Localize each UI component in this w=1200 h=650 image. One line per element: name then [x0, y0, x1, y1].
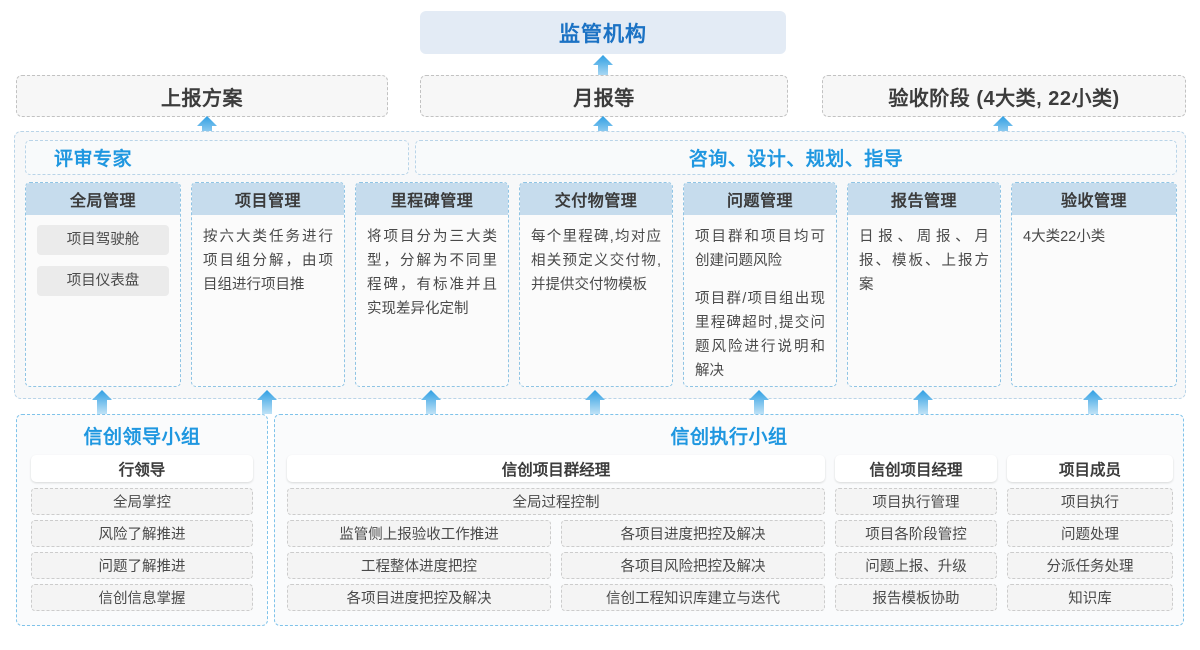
task-item[interactable]: 项目执行管理 — [835, 488, 997, 515]
role-header-program-manager: 信创项目群经理 — [287, 455, 825, 482]
management-card-global[interactable]: 全局管理 项目驾驶舱 项目仪表盘 — [25, 182, 181, 387]
task-item[interactable]: 各项目进度把控及解决 — [561, 520, 825, 547]
arrow-up-icon — [1082, 390, 1104, 414]
role-header-project-manager: 信创项目经理 — [835, 455, 997, 482]
task-item[interactable]: 项目执行 — [1007, 488, 1173, 515]
group-title: 信创执行小组 — [670, 427, 788, 448]
task-item[interactable]: 问题了解推进 — [31, 552, 253, 579]
task-item[interactable]: 全局掌控 — [31, 488, 253, 515]
task-item[interactable]: 报告模板协助 — [835, 584, 997, 611]
group-title: 信创领导小组 — [83, 427, 201, 448]
card-body: 日报、周报、月报、模板、上报方案 — [848, 215, 1000, 297]
role-column-project-member: 项目成员 项目执行 问题处理 分派任务处理 知识库 — [1007, 455, 1173, 611]
task-item[interactable]: 信创信息掌握 — [31, 584, 253, 611]
card-title: 验收管理 — [1012, 183, 1176, 215]
role-column-program-manager: 信创项目群经理 全局过程控制 监管侧上报验收工作推进 工程整体进度把控 各项目进… — [287, 455, 825, 611]
band-label-consulting: 咨询、设计、规划、指导 — [415, 140, 1177, 175]
card-paragraph: 项目群和项目均可创建问题风险 — [695, 229, 825, 269]
task-item[interactable]: 各项目风险把控及解决 — [561, 552, 825, 579]
card-title: 报告管理 — [848, 183, 1000, 215]
task-item[interactable]: 工程整体进度把控 — [287, 552, 551, 579]
task-item[interactable]: 各项目进度把控及解决 — [287, 584, 551, 611]
card-body: 项目群和项目均可创建问题风险 项目群/项目组出现里程碑超时,提交问题风险进行说明… — [684, 215, 836, 383]
management-card-acceptance[interactable]: 验收管理 4大类22小类 — [1011, 182, 1177, 387]
band-label-review-experts: 评审专家 — [25, 140, 409, 175]
card-title: 交付物管理 — [520, 183, 672, 215]
role-header-leader: 行领导 — [31, 455, 253, 482]
card-paragraph: 每个里程碑,均对应相关预定义交付物,并提供交付物模板 — [531, 229, 661, 293]
arrow-up-icon — [256, 390, 278, 414]
group-box-leader: 信创领导小组 行领导 全局掌控 风险了解推进 问题了解推进 信创信息掌握 — [16, 414, 268, 626]
regulator-box: 监管机构 — [420, 11, 786, 54]
task-item[interactable]: 监管侧上报验收工作推进 — [287, 520, 551, 547]
card-title: 项目管理 — [192, 183, 344, 215]
arrow-up-icon — [592, 55, 614, 79]
card-body: 项目驾驶舱 项目仪表盘 — [26, 215, 180, 296]
management-card-milestone[interactable]: 里程碑管理 将项目分为三大类型，分解为不同里程碑，有标准并且实现差异化定制 — [355, 182, 509, 387]
task-item[interactable]: 分派任务处理 — [1007, 552, 1173, 579]
role-column-project-manager: 信创项目经理 项目执行管理 项目各阶段管控 问题上报、升级 报告模板协助 — [835, 455, 997, 611]
chip-item[interactable]: 项目仪表盘 — [37, 266, 169, 296]
card-body: 每个里程碑,均对应相关预定义交付物,并提供交付物模板 — [520, 215, 672, 297]
task-item[interactable]: 问题上报、升级 — [835, 552, 997, 579]
card-paragraph: 按六大类任务进行项目组分解，由项目组进行项目推 — [203, 229, 333, 293]
task-item[interactable]: 全局过程控制 — [287, 488, 825, 515]
submission-box-acceptance-stage: 验收阶段 (4大类, 22小类) — [822, 75, 1186, 117]
management-card-issue[interactable]: 问题管理 项目群和项目均可创建问题风险 项目群/项目组出现里程碑超时,提交问题风… — [683, 182, 837, 387]
card-title: 全局管理 — [26, 183, 180, 215]
arrow-up-icon — [420, 390, 442, 414]
chip-item[interactable]: 项目驾驶舱 — [37, 225, 169, 255]
card-title: 里程碑管理 — [356, 183, 508, 215]
card-body: 按六大类任务进行项目组分解，由项目组进行项目推 — [192, 215, 344, 297]
arrow-up-icon — [748, 390, 770, 414]
management-card-report[interactable]: 报告管理 日报、周报、月报、模板、上报方案 — [847, 182, 1001, 387]
submission-box-report-plan: 上报方案 — [16, 75, 388, 117]
arrow-up-icon — [91, 390, 113, 414]
card-paragraph: 项目群/项目组出现里程碑超时,提交问题风险进行说明和解决 — [695, 291, 825, 379]
task-item[interactable]: 问题处理 — [1007, 520, 1173, 547]
management-card-project[interactable]: 项目管理 按六大类任务进行项目组分解，由项目组进行项目推 — [191, 182, 345, 387]
management-card-deliverable[interactable]: 交付物管理 每个里程碑,均对应相关预定义交付物,并提供交付物模板 — [519, 182, 673, 387]
card-paragraph: 日报、周报、月报、模板、上报方案 — [859, 229, 989, 293]
card-paragraph: 4大类22小类 — [1023, 229, 1106, 245]
task-item[interactable]: 风险了解推进 — [31, 520, 253, 547]
card-body: 4大类22小类 — [1012, 215, 1176, 249]
role-header-project-member: 项目成员 — [1007, 455, 1173, 482]
task-item[interactable]: 项目各阶段管控 — [835, 520, 997, 547]
card-title: 问题管理 — [684, 183, 836, 215]
submission-box-monthly-report: 月报等 — [420, 75, 788, 117]
arrow-up-icon — [584, 390, 606, 414]
task-item[interactable]: 信创工程知识库建立与迭代 — [561, 584, 825, 611]
management-band: 评审专家 咨询、设计、规划、指导 全局管理 项目驾驶舱 项目仪表盘 项目管理 按… — [14, 131, 1186, 399]
card-paragraph: 将项目分为三大类型，分解为不同里程碑，有标准并且实现差异化定制 — [367, 229, 497, 317]
arrow-up-icon — [912, 390, 934, 414]
group-box-exec: 信创执行小组 信创项目群经理 全局过程控制 监管侧上报验收工作推进 工程整体进度… — [274, 414, 1184, 626]
task-item[interactable]: 知识库 — [1007, 584, 1173, 611]
card-body: 将项目分为三大类型，分解为不同里程碑，有标准并且实现差异化定制 — [356, 215, 508, 321]
